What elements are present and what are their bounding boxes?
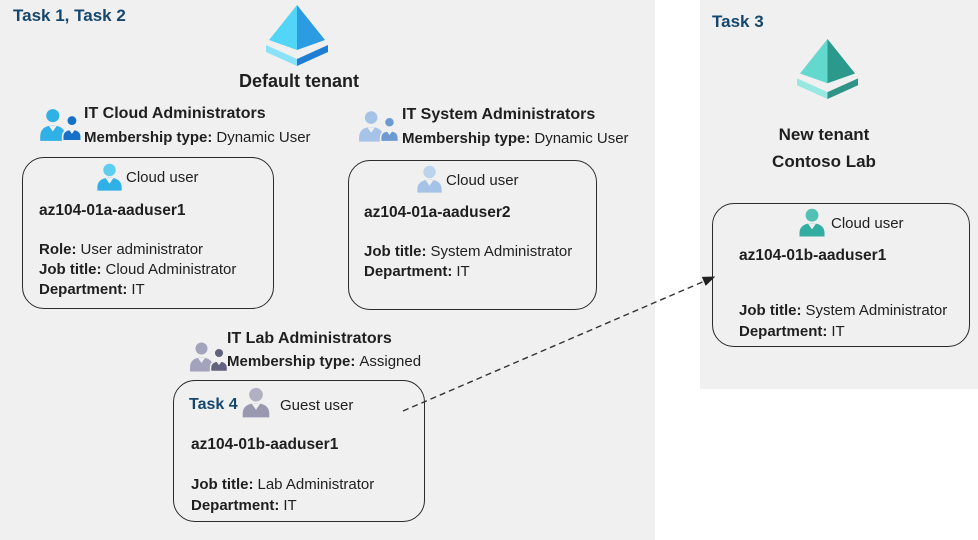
group-title-it-cloud-administrators: IT Cloud Administrators (84, 105, 266, 122)
membership-type-value: Dynamic User (534, 130, 629, 147)
attr-job-title: Job title:Cloud Administrator (39, 261, 236, 278)
group-title-it-system-administrators: IT System Administrators (402, 106, 596, 123)
attr-label: Role: (39, 241, 77, 258)
azure-ad-new-tenant-icon (796, 38, 859, 100)
task-label-3: Task 3 (712, 12, 764, 31)
attr-label: Department: (364, 263, 453, 280)
attr-department: Department:IT (39, 281, 145, 298)
azure-ad-tenant-icon (266, 5, 328, 66)
attr-value: Lab Administrator (257, 476, 375, 493)
attr-department: Department:IT (191, 497, 297, 514)
task-label-1-2: Task 1, Task 2 (13, 6, 126, 25)
attr-label: Department: (739, 323, 828, 340)
attr-value: IT (456, 263, 470, 280)
membership-type-label: Membership type: (84, 129, 213, 146)
cloud-user-icon (417, 165, 442, 193)
membership-type-value: Assigned (359, 353, 422, 370)
guest-user-icon (242, 387, 270, 418)
user-type-label: Cloud user (126, 169, 199, 186)
user-card-az104-01a-aaduser1: Cloud user az104-01a-aaduser1 Role:User … (22, 157, 274, 309)
username: az104-01a-aaduser1 (39, 202, 186, 219)
attr-value: IT (131, 281, 145, 298)
membership-type-value: Dynamic User (216, 129, 311, 146)
user-type-label: Guest user (280, 397, 354, 414)
new-tenant-title-line2: Contoso Lab (772, 152, 876, 171)
membership-type-label: Membership type: (402, 130, 531, 147)
attr-value: IT (283, 497, 297, 514)
group-icon-it-system-administrators (359, 111, 400, 143)
attr-label: Job title: (191, 476, 254, 493)
new-tenant-title-line1: New tenant (778, 125, 870, 144)
group-membership-type: Membership type:Dynamic User (402, 130, 629, 147)
group-title-it-lab-administrators: IT Lab Administrators (227, 330, 392, 347)
cloud-user-icon (97, 163, 122, 191)
user-card-guest-az104-01b-aaduser1: Task 4 Guest user az104-01b-aaduser1 Job… (173, 380, 425, 522)
attr-department: Department:IT (739, 323, 845, 340)
user-type-label: Cloud user (831, 215, 904, 232)
group-icon-it-lab-administrators (190, 342, 229, 373)
user-type-label: Cloud user (446, 172, 519, 189)
username: az104-01b-aaduser1 (739, 247, 887, 264)
task-label-4: Task 4 (189, 396, 238, 413)
attr-label: Department: (39, 281, 128, 298)
attr-job-title: Job title:System Administrator (364, 243, 572, 260)
attr-value: System Administrator (805, 302, 948, 319)
attr-value: System Administrator (430, 243, 573, 260)
default-tenant-title: Default tenant (238, 71, 359, 91)
user-card-new-tenant-az104-01b-aaduser1: Cloud user az104-01b-aaduser1 Job title:… (712, 203, 970, 347)
default-tenant-panel (0, 0, 655, 540)
attr-label: Job title: (739, 302, 802, 319)
attr-job-title: Job title:System Administrator (739, 302, 947, 319)
attr-value: Cloud Administrator (105, 261, 237, 278)
attr-role: Role:User administrator (39, 241, 203, 258)
group-membership-type: Membership type:Dynamic User (84, 129, 311, 146)
attr-job-title: Job title:Lab Administrator (191, 476, 374, 493)
attr-value: IT (831, 323, 845, 340)
attr-value: User administrator (80, 241, 204, 258)
username: az104-01a-aaduser2 (364, 204, 511, 221)
attr-label: Job title: (39, 261, 102, 278)
attr-department: Department:IT (364, 263, 470, 280)
group-membership-type: Membership type:Assigned (227, 353, 421, 370)
user-card-az104-01a-aaduser2: Cloud user az104-01a-aaduser2 Job title:… (348, 160, 597, 310)
cloud-user-icon (799, 208, 825, 237)
membership-type-label: Membership type: (227, 353, 356, 370)
attr-label: Department: (191, 497, 280, 514)
attr-label: Job title: (364, 243, 427, 260)
group-icon-it-cloud-administrators (40, 109, 83, 142)
username: az104-01b-aaduser1 (191, 436, 339, 453)
